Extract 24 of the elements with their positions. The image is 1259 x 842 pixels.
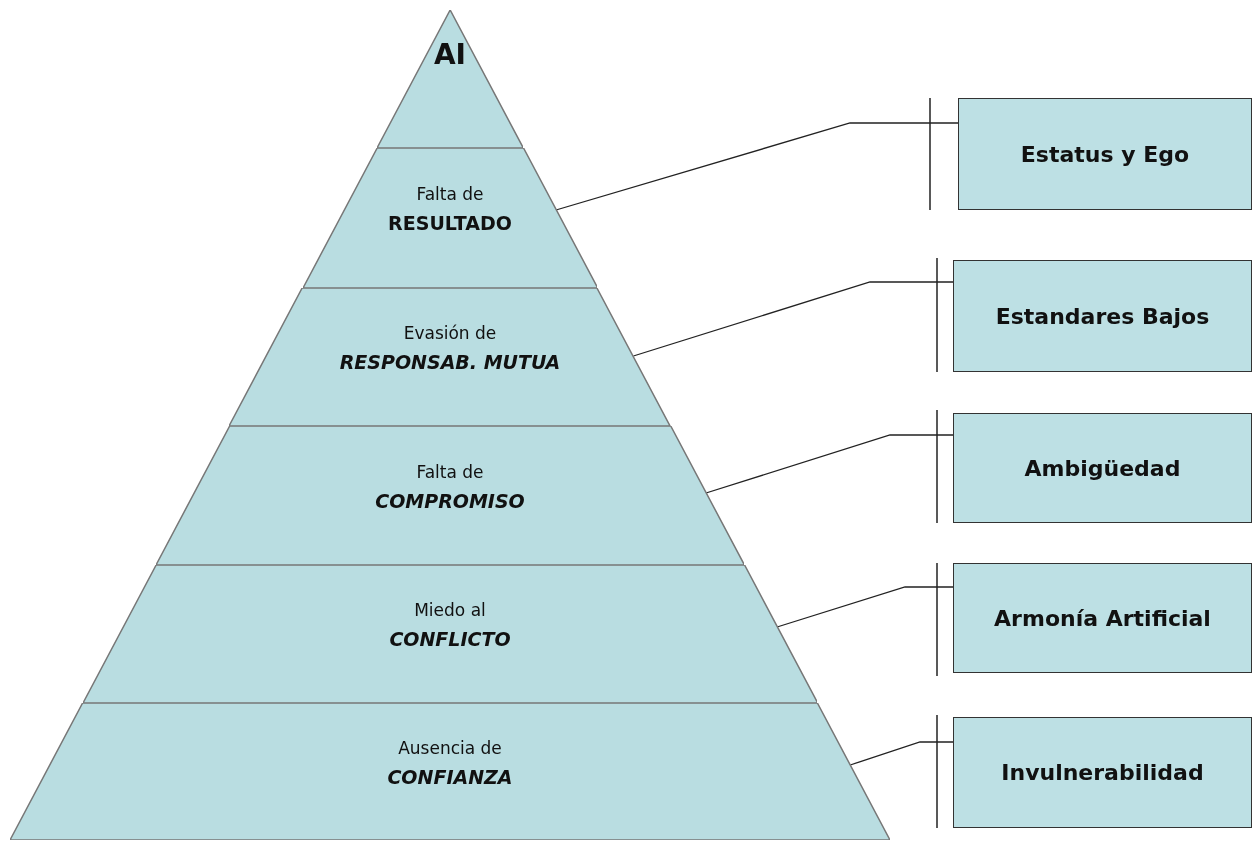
layer-subtitle: Falta de [416, 184, 484, 204]
layer-title: RESPONSAB. MUTUA [339, 351, 561, 373]
layer-title: CONFIANZA [387, 765, 513, 788]
leader-line [849, 741, 954, 766]
pyramid-layer [82, 565, 818, 703]
label-box: Estatus y Ego [958, 98, 1252, 210]
leader-line [555, 122, 959, 211]
layer-subtitle: Miedo al [414, 600, 486, 620]
label-box: Invulnerabilidad [953, 717, 1252, 828]
pyramid-layer [155, 426, 745, 565]
label-box: Armonía Artificial [953, 563, 1252, 673]
layer-title: AI [432, 38, 468, 71]
layer-subtitle: Ausencia de [398, 737, 502, 758]
layer-title: CONFLICTO [389, 628, 511, 650]
label-box: Estandares Bajos [953, 260, 1252, 372]
leader-line [705, 434, 954, 494]
pyramid-layer [229, 288, 671, 426]
pyramid-layer [10, 703, 890, 840]
leader-line [776, 586, 954, 628]
label-box: Ambigüedad [953, 413, 1252, 523]
layer-title: RESULTADO [388, 212, 512, 234]
layer-title: COMPROMISO [375, 489, 525, 512]
layer-subtitle: Evasión de [403, 323, 497, 343]
layer-subtitle: Falta de [416, 461, 484, 482]
